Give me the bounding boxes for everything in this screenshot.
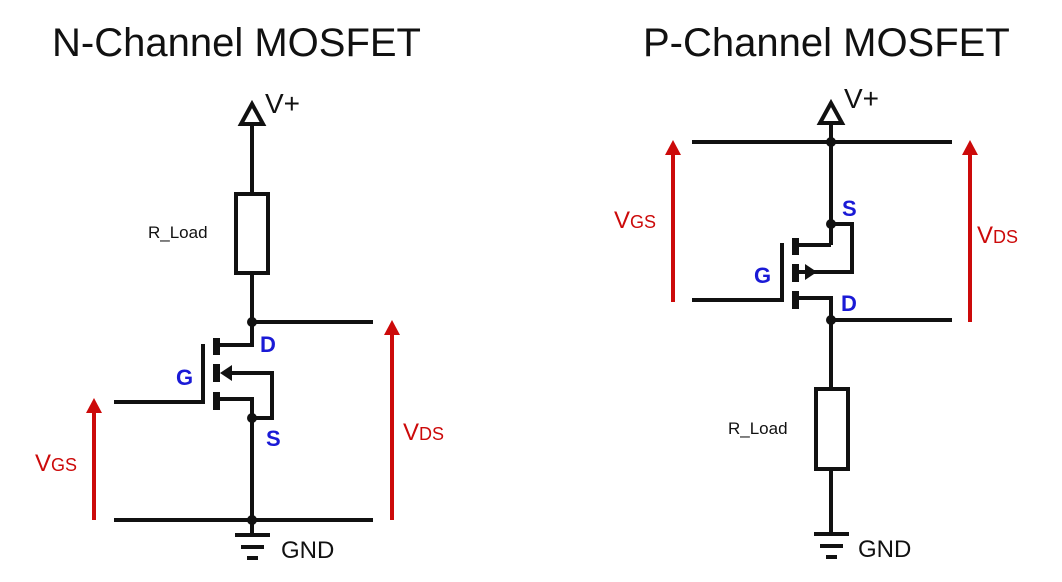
p-vgs-arrowhead-icon — [665, 140, 681, 155]
supply-triangle-icon — [816, 98, 846, 125]
n-vds-arrow — [384, 320, 400, 520]
n-channel-seg-body — [213, 364, 220, 382]
n-pin-source: S — [266, 426, 281, 451]
supply-triangle-icon — [237, 99, 267, 126]
p-drain-lead — [799, 296, 833, 388]
n-load-resistor — [234, 192, 270, 275]
p-supply-label: V+ — [844, 83, 879, 114]
n-drain-node — [247, 317, 257, 327]
p-vds-arrowhead-icon — [962, 140, 978, 155]
p-mosfet-symbol — [692, 222, 854, 388]
n-source-lead — [220, 397, 254, 520]
p-drain-node — [826, 315, 836, 325]
n-pin-drain: D — [260, 332, 276, 357]
n-channel-seg-source — [213, 392, 220, 410]
p-vgs-arrow — [665, 140, 681, 302]
p-pin-gate: G — [754, 263, 771, 288]
p-vds-label: VDS — [977, 222, 1018, 249]
p-ground-icon — [814, 532, 849, 559]
p-load-label: R_Load — [728, 419, 788, 438]
p-body-arrow-icon — [805, 264, 817, 280]
p-vds-arrow — [962, 140, 978, 322]
n-drain-lead — [220, 340, 254, 347]
n-channel-seg-drain — [213, 338, 220, 355]
n-channel-title: N-Channel MOSFET — [52, 21, 421, 65]
n-ground-icon — [235, 533, 270, 560]
n-body-lead — [228, 371, 274, 420]
p-channel-seg-source — [792, 238, 799, 255]
p-pin-drain: D — [841, 291, 857, 316]
p-load-resistor — [814, 387, 850, 471]
n-body-arrow-icon — [220, 365, 232, 381]
p-ground-label: GND — [858, 536, 911, 563]
p-channel-seg-body — [792, 264, 799, 282]
n-source-node — [247, 413, 257, 423]
n-vgs-label: VGS — [35, 450, 77, 477]
n-load-label: R_Load — [148, 223, 208, 242]
n-mosfet-symbol — [114, 338, 274, 520]
n-vgs-arrowhead-icon — [86, 398, 102, 413]
n-supply-label: V+ — [265, 88, 300, 119]
p-channel-seg-drain — [792, 291, 799, 309]
p-pin-source: S — [842, 196, 857, 221]
n-vgs-arrow — [86, 398, 102, 520]
p-channel-circuit: P-Channel MOSFET V+ S G D — [614, 21, 1018, 563]
n-vds-arrowhead-icon — [384, 320, 400, 335]
n-ground-label: GND — [281, 537, 334, 564]
n-pin-gate: G — [176, 365, 193, 390]
n-vds-label: VDS — [403, 419, 444, 446]
n-channel-circuit: N-Channel MOSFET V+ R_Load — [35, 21, 444, 564]
p-vgs-label: VGS — [614, 207, 656, 234]
p-channel-title: P-Channel MOSFET — [643, 21, 1010, 65]
p-body-lead — [799, 222, 854, 274]
